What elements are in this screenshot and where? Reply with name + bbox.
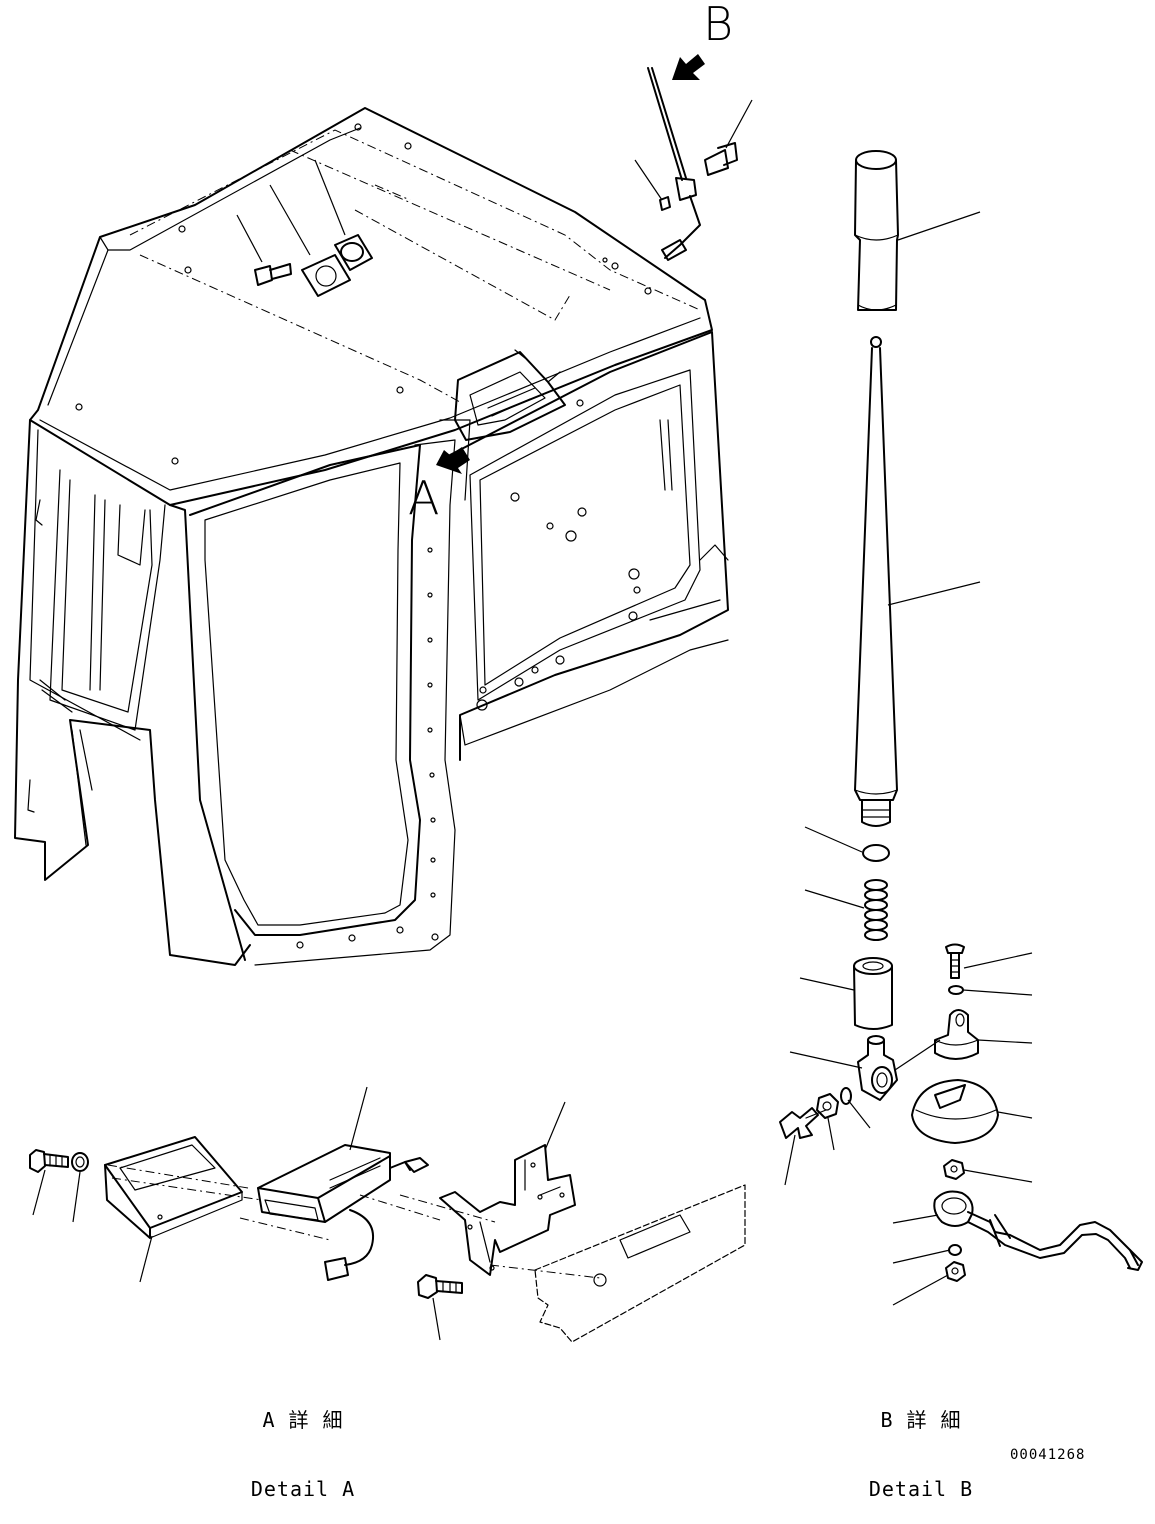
view-arrow-b <box>672 54 705 80</box>
roof-bracket-a <box>454 349 566 441</box>
detail-a-title-jp: A 詳 細 <box>262 1408 344 1432</box>
detail-b-callouts <box>784 211 1033 1306</box>
detail-a-callouts <box>32 1086 566 1341</box>
parts-drawing <box>14 54 1143 1343</box>
drawing-code: 00041268 <box>1010 1447 1086 1463</box>
cab-assembly <box>14 107 729 966</box>
detail-b-caption: B 詳 細 Detail B <box>856 1363 986 1524</box>
roof-speaker <box>254 234 373 297</box>
detail-b-title-en: Detail B <box>868 1477 974 1501</box>
view-label-a: A <box>408 471 440 525</box>
detail-b-parts <box>779 150 1143 1282</box>
detail-a-title-en: Detail A <box>250 1477 356 1501</box>
cab-callouts <box>236 99 753 263</box>
roof-antenna-b <box>647 67 738 261</box>
view-arrow-a <box>436 447 470 474</box>
view-label-b: B <box>703 0 734 51</box>
detail-a-parts <box>29 1136 746 1343</box>
detail-a-caption: A 詳 細 Detail A <box>238 1363 368 1524</box>
detail-b-title-jp: B 詳 細 <box>880 1408 962 1432</box>
